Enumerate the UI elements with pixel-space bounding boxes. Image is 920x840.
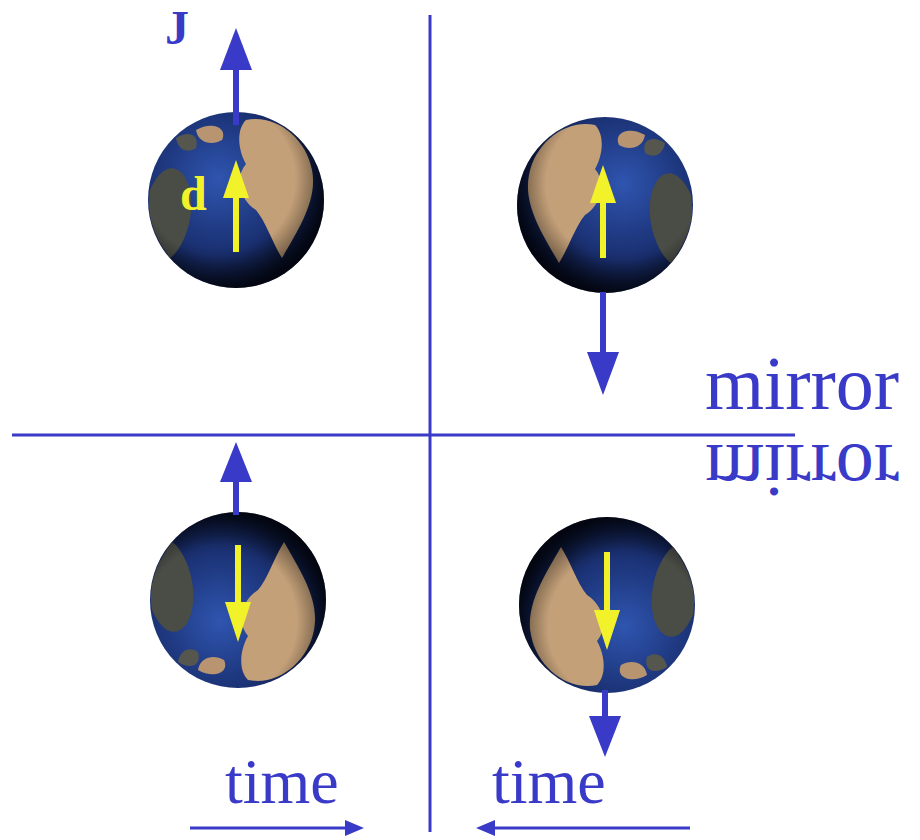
mirror-label: mirror xyxy=(705,433,899,509)
time-arrows xyxy=(190,820,690,836)
earth-globe xyxy=(517,117,693,293)
mirror-label: mirror xyxy=(705,345,899,421)
spin-arrows xyxy=(220,28,621,757)
vector-label: d xyxy=(180,170,207,218)
time-axis-divider xyxy=(429,15,432,832)
mirror-line xyxy=(12,434,795,437)
time-label: time xyxy=(492,750,606,814)
time-label: time xyxy=(225,750,339,814)
earth-globe xyxy=(150,512,326,688)
earth-globe xyxy=(519,517,695,693)
earth-globe xyxy=(148,112,324,288)
vector-label: J xyxy=(165,4,189,52)
dipole-arrows xyxy=(223,160,620,650)
